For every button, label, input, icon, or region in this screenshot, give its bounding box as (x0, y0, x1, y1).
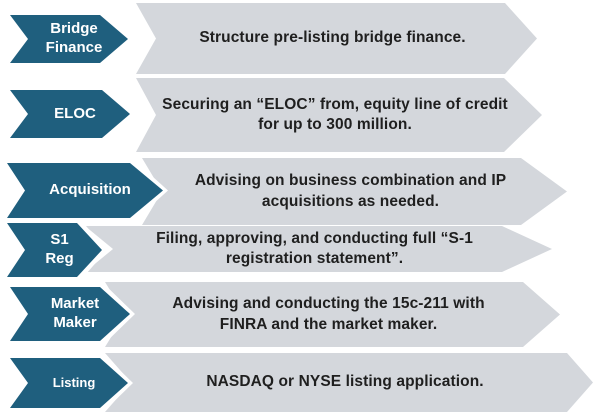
step-label: Listing (52, 374, 96, 390)
chevron-arrow-shape: ELOC (10, 90, 130, 138)
step-description-banner: Advising and conducting the 15c-211 with… (105, 282, 560, 347)
chevron-arrow-shape: Bridge Finance (10, 15, 128, 63)
step-label: Acquisition (49, 181, 131, 199)
step-arrow: Listing (5, 353, 133, 413)
chevron-arrow-shape: Listing (10, 358, 128, 408)
step-description: NASDAQ or NYSE listing application. (206, 373, 484, 391)
step-description: Structure pre-listing bridge finance. (199, 29, 466, 47)
chevron-arrow-shape: Market Maker (10, 287, 130, 341)
step-description-banner: Advising on business combination and IP … (142, 158, 567, 225)
chevron-arrow-shape: Acquisition (7, 163, 163, 218)
step-description: Securing an “ELOC” from, equity line of … (162, 95, 508, 133)
step-description: Advising and conducting the 15c-211 with… (172, 295, 485, 333)
step-arrow: ELOC (5, 85, 135, 143)
step-description: Filing, approving, and conducting full “… (156, 229, 473, 267)
step-arrow: Acquisition (2, 158, 168, 223)
step-label: S1 Reg (45, 231, 74, 267)
step-label: Market Maker (50, 295, 100, 331)
step-description-banner: Structure pre-listing bridge finance. (136, 3, 537, 74)
chevron-arrow-shape: S1 Reg (7, 223, 102, 277)
step-description-banner: NASDAQ or NYSE listing application. (105, 353, 593, 412)
step-label: Bridge Finance (45, 20, 103, 56)
step-description-banner: Securing an “ELOC” from, equity line of … (136, 78, 542, 152)
step-description-banner: Filing, approving, and conducting full “… (85, 226, 552, 272)
step-description: Advising on business combination and IP … (194, 172, 507, 210)
step-arrow: Bridge Finance (5, 10, 133, 68)
step-label: ELOC (54, 104, 96, 122)
